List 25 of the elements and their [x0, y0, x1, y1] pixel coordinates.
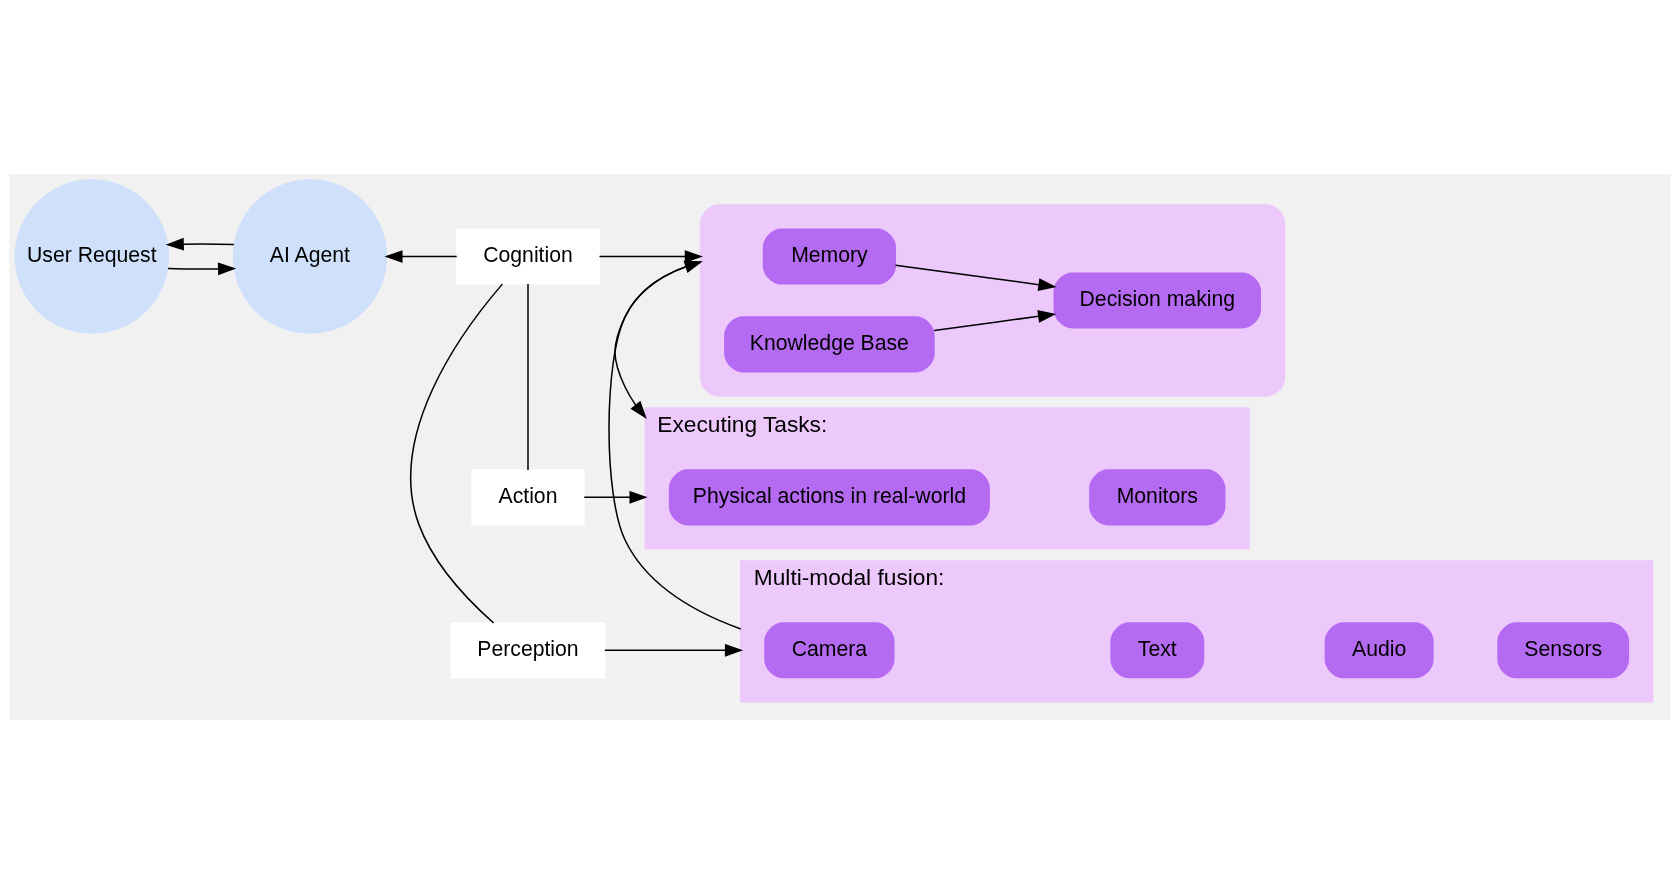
arrow — [933, 309, 1057, 331]
node-box: Monitors — [1089, 468, 1226, 525]
node-box: Perception — [450, 621, 606, 678]
node-box: Text — [1110, 621, 1205, 678]
arrow — [583, 490, 648, 504]
node-box: Sensors — [1497, 621, 1630, 678]
arrow — [165, 237, 235, 251]
arrow — [384, 249, 458, 263]
node-box: Knowledge Base — [724, 315, 935, 372]
connector — [409, 282, 504, 624]
node-box: Audio — [1324, 621, 1434, 678]
connector — [527, 282, 529, 471]
arrow — [894, 264, 1057, 291]
node-circle: User Request — [14, 178, 170, 334]
cluster — [699, 203, 1286, 397]
node-box: Camera — [764, 621, 895, 678]
node-box: Memory — [762, 228, 897, 285]
node-box: Action — [471, 468, 585, 525]
node-circle: AI Agent — [232, 178, 388, 334]
arrow — [604, 643, 744, 657]
node-box: Decision making — [1053, 271, 1262, 328]
node-box: Physical actions in real-world — [668, 468, 990, 525]
node-box: Cognition — [456, 228, 600, 285]
arrow — [598, 249, 703, 263]
arrow — [167, 262, 237, 275]
